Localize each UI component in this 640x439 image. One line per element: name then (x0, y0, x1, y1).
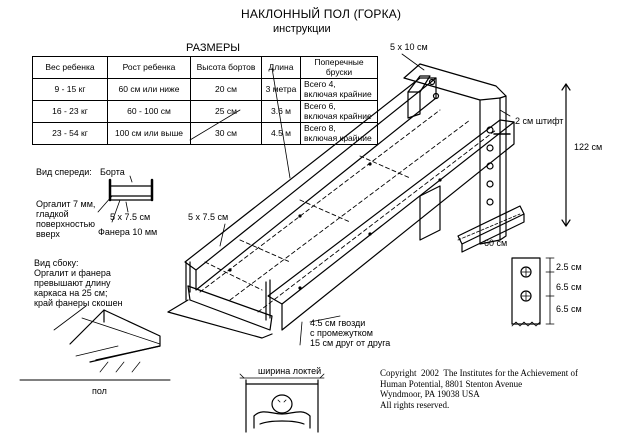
child-figure (240, 374, 324, 432)
orgalit-label: Оргалит 7 мм, гладкой поверхностью вверх (36, 199, 96, 239)
table-row: 23 - 54 кг 100 см или выше 30 см 4.5 м В… (32, 122, 378, 145)
floor-label: пол (92, 386, 107, 396)
ramp-body (168, 78, 514, 338)
hole-spacing-detail (512, 258, 554, 326)
front-view-detail (98, 176, 152, 222)
base-width-dimension (458, 214, 520, 240)
hole-gap-label: 6.5 см (556, 304, 582, 314)
elbow-width-label: ширина локтей (258, 366, 322, 376)
support-stand (404, 64, 524, 252)
sizes-heading: РАЗМЕРЫ (186, 42, 241, 54)
base-width-label: 60 см (484, 238, 508, 248)
front-beam-label: 5 x 7.5 см (110, 212, 151, 222)
side-view-label: Вид сбоку: Оргалит и фанера превышают дл… (34, 258, 123, 308)
beam-top-label: 5 x 10 см (390, 42, 428, 52)
front-view-title: Вид спереди: (36, 167, 92, 177)
hole-gap-label: 6.5 см (556, 282, 582, 292)
pin-label: 2 см штифт (515, 116, 564, 126)
side-view-detail (20, 306, 170, 380)
sizes-table: Вес ребенка Рост ребенка Высота бортов Д… (32, 56, 378, 145)
hole-gap-label: 2.5 см (556, 262, 582, 272)
copyright-text: Copyright 2002 The Institutes for the Ac… (380, 368, 579, 410)
nails-label: 4.5 см гвозди с промежутком 15 см друг о… (310, 318, 391, 348)
diagram-subtitle: инструкции (273, 23, 331, 35)
leader-lines (190, 54, 510, 345)
sides-label: Борта (100, 167, 125, 177)
height-label: 122 см (574, 142, 603, 152)
height-dimension (562, 84, 570, 226)
table-cell: 23 - 54 кг (32, 122, 108, 145)
table-cell: Всего 4, включая крайние (300, 78, 378, 101)
beam-mid-label: 5 x 7.5 см (188, 212, 229, 222)
diagram-title: НАКЛОННЫЙ ПОЛ (ГОРКА) (241, 7, 402, 21)
plywood-label: Фанера 10 мм (98, 227, 158, 237)
